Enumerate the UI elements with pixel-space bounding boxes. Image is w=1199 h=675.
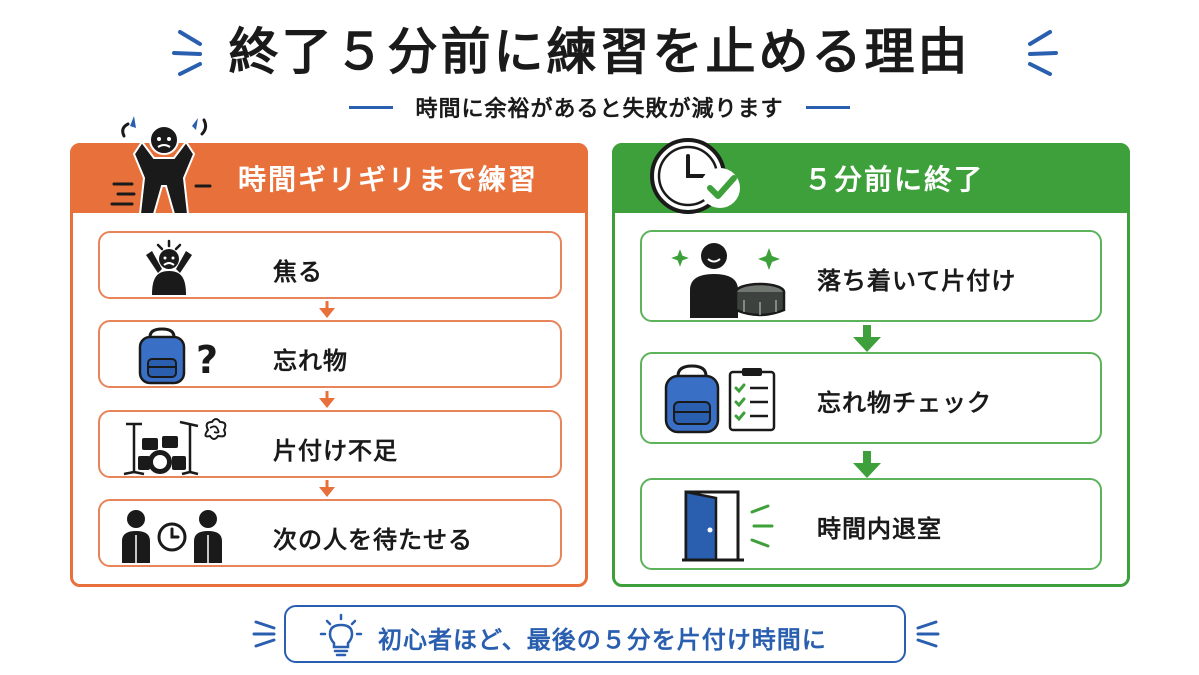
backpack-checklist-icon bbox=[664, 364, 776, 434]
people-waiting-clock-icon bbox=[122, 510, 222, 563]
left-step-2: ? 忘れ物 bbox=[98, 320, 562, 388]
stressed-person-icon bbox=[146, 239, 192, 295]
right-panel: ５分前に終了 落ち着いて片付け 忘れ物チェック bbox=[612, 143, 1130, 587]
subtitle-line-left bbox=[349, 105, 394, 109]
left-step-3: 片付け不足 bbox=[98, 410, 562, 478]
right-panel-title: ５分前に終了 bbox=[804, 163, 985, 196]
arrow-down-icon bbox=[319, 480, 335, 497]
right-step-1-label: 落ち着いて片付け bbox=[817, 267, 1017, 295]
title-sparkle-right-icon bbox=[1028, 30, 1058, 76]
right-step-2-label: 忘れ物チェック bbox=[817, 389, 992, 417]
clock-check-icon bbox=[650, 138, 740, 214]
backpack-question-icon: ? bbox=[138, 327, 218, 385]
left-panel: 時間ギリギリまで練習 焦る ? 忘れ物 bbox=[70, 143, 588, 587]
left-step-4: 次の人を待たせる bbox=[98, 499, 562, 567]
subtitle-row: 時間に余裕があると失敗が減ります bbox=[0, 92, 1199, 122]
svg-text:?: ? bbox=[196, 338, 218, 382]
subtitle: 時間に余裕があると失敗が減ります bbox=[415, 97, 784, 122]
panic-person-icon bbox=[110, 116, 212, 215]
left-step-1-label: 焦る bbox=[273, 258, 323, 286]
tip-sparkle-right-icon bbox=[916, 620, 940, 648]
right-step-2: 忘れ物チェック bbox=[640, 352, 1102, 444]
page-title: 終了５分前に練習を止める理由 bbox=[228, 23, 971, 81]
title-sparkle-left-icon bbox=[172, 30, 202, 76]
right-step-3-label: 時間内退室 bbox=[817, 515, 942, 543]
left-step-3-label: 片付け不足 bbox=[273, 437, 398, 465]
lightbulb-icon bbox=[319, 613, 363, 657]
tip-box: 初心者ほど、最後の５分を片付け時間に bbox=[284, 605, 906, 663]
tip-sparkle-left-icon bbox=[252, 620, 276, 648]
right-step-3: 時間内退室 bbox=[640, 478, 1102, 570]
arrow-down-icon bbox=[319, 391, 335, 408]
drum-kit-icon bbox=[123, 418, 227, 476]
left-step-4-label: 次の人を待たせる bbox=[273, 526, 473, 554]
left-panel-title: 時間ギリギリまで練習 bbox=[238, 163, 539, 196]
arrow-down-icon bbox=[853, 451, 881, 478]
arrow-down-icon bbox=[853, 325, 881, 352]
subtitle-line-right bbox=[805, 105, 850, 109]
calm-person-drum-icon bbox=[671, 243, 786, 318]
right-step-1: 落ち着いて片付け bbox=[640, 230, 1102, 322]
arrow-down-icon bbox=[319, 301, 335, 318]
left-step-1: 焦る bbox=[98, 231, 562, 299]
open-door-icon bbox=[682, 490, 774, 562]
tip-text: 初心者ほど、最後の５分を片付け時間に bbox=[378, 626, 827, 654]
left-step-2-label: 忘れ物 bbox=[273, 347, 348, 375]
